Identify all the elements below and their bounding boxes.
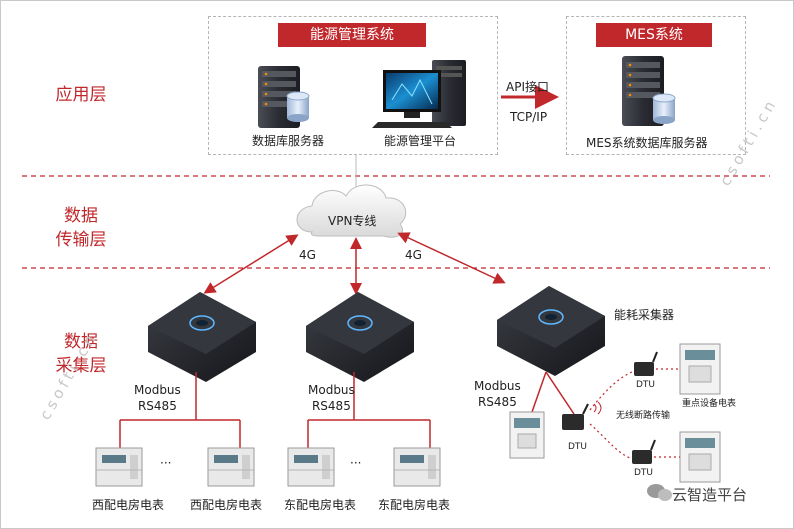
vpn-cloud-icon — [296, 184, 407, 238]
meter-ellipsis-east: ··· — [350, 456, 362, 470]
link-vpn-gateway-3 — [397, 232, 506, 284]
meter-label-east-1: 东配电房电表 — [284, 498, 357, 512]
platform-label: 能源管理平台 — [384, 134, 457, 148]
dtu-icon — [632, 439, 656, 464]
layer-label-transmission-line1: 数据 — [64, 206, 98, 226]
layer-label-collection: 数据 采集层 — [50, 330, 112, 378]
brand-logo-icon — [647, 484, 672, 501]
gateway-1-protocol-line1: Modbus — [134, 383, 181, 397]
wireless-label: 无线断路传输 — [616, 411, 671, 421]
link-vpn-gateway-1 — [203, 234, 299, 294]
gateway-icon — [148, 292, 256, 382]
dtu-icon — [562, 403, 589, 430]
gateway-icon — [306, 292, 414, 382]
dtu-label-3: DTU — [634, 468, 654, 478]
gateway-3-protocol: Modbus RS485 — [474, 378, 521, 410]
bus-east — [307, 372, 431, 448]
layer-label-application: 应用层 — [55, 85, 107, 105]
meter-label-west-1: 西配电房电表 — [92, 498, 165, 512]
key-meter-label: 重点设备电表 — [682, 399, 737, 409]
gateway-2-protocol-line1: Modbus — [308, 383, 355, 397]
key-meter-icon — [679, 343, 721, 395]
gateway-1-protocol: Modbus RS485 — [134, 382, 181, 414]
mes-system-box — [566, 16, 746, 155]
layer-label-transmission-line2: 传输层 — [55, 230, 107, 250]
bus-west — [119, 372, 241, 448]
energy-system-title: 能源管理系统 — [278, 23, 426, 47]
computer-icon — [372, 60, 466, 128]
database-server-icon — [258, 66, 310, 128]
gateway-2-protocol: Modbus RS485 — [308, 382, 355, 414]
vpn-label: VPN专线 — [328, 214, 377, 228]
layer-label-collection-line1: 数据 — [64, 332, 98, 352]
layer-label-collection-line2: 采集层 — [55, 356, 107, 376]
electric-meter-icon — [95, 447, 143, 487]
meter-label-west-2: 西配电房电表 — [190, 498, 263, 512]
wifi-icon — [593, 401, 602, 415]
gateway-1-protocol-line2: RS485 — [137, 399, 177, 413]
energy-collector-title: 能耗采集器 — [614, 308, 675, 322]
4g-label-left: 4G — [299, 248, 316, 262]
wireless-links — [589, 368, 680, 459]
mes-db-server-label: MES系统数据库服务器 — [586, 136, 708, 150]
gateway-icon — [497, 286, 605, 376]
meter-ellipsis-west: ··· — [160, 456, 172, 470]
db-server-label: 数据库服务器 — [252, 134, 325, 148]
energy-system-box — [208, 16, 498, 155]
key-meter-icon — [679, 431, 721, 483]
mes-system-title: MES系统 — [596, 23, 712, 47]
dtu-label-1: DTU — [568, 442, 588, 452]
brand-watermark: 云智造平台 — [672, 486, 748, 504]
electric-meter-icon — [393, 447, 441, 487]
bus-collector — [531, 371, 575, 415]
collector-meter-icon — [509, 411, 545, 459]
gateway-3-protocol-line2: RS485 — [477, 395, 517, 409]
dtu-label-2: DTU — [636, 380, 656, 390]
electric-meter-icon — [207, 447, 255, 487]
meter-label-east-2: 东配电房电表 — [378, 498, 451, 512]
dtu-icon — [634, 351, 658, 376]
api-label: API接口 — [506, 80, 549, 94]
protocol-label: TCP/IP — [510, 110, 548, 124]
mes-database-server-icon — [622, 56, 676, 126]
layer-label-transmission: 数据 传输层 — [50, 204, 112, 252]
electric-meter-icon — [287, 447, 335, 487]
gateway-3-protocol-line1: Modbus — [474, 379, 521, 393]
4g-label-right: 4G — [405, 248, 422, 262]
gateway-2-protocol-line2: RS485 — [311, 399, 351, 413]
